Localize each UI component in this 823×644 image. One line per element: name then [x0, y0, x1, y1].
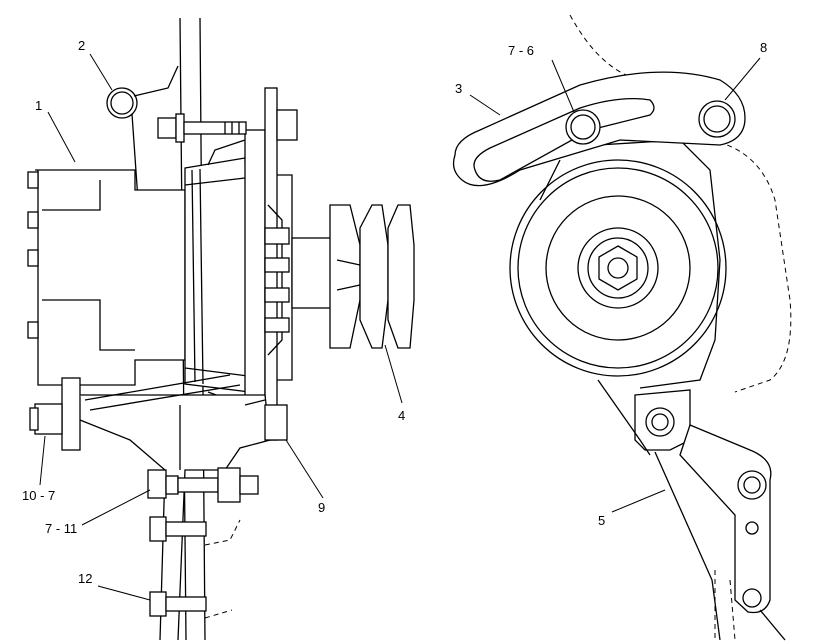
alternator-side-view	[27, 17, 415, 641]
callout-3: 3	[455, 81, 462, 96]
adjuster-bolts	[147, 467, 259, 619]
callout-1: 1	[35, 98, 42, 113]
callout-7-6: 7 - 6	[508, 43, 534, 58]
callout-9: 9	[318, 500, 325, 515]
callout-5: 5	[598, 513, 605, 528]
link-bolts	[565, 100, 736, 145]
alternator-housing	[27, 139, 251, 403]
top-bolt	[157, 109, 298, 143]
callout-10-7: 10 - 7	[22, 488, 55, 503]
lower-bracket	[29, 374, 288, 641]
callout-4: 4	[398, 408, 405, 423]
lower-arm	[654, 424, 786, 641]
callout-7-11: 7 - 11	[45, 521, 77, 536]
callout-2: 2	[78, 38, 85, 53]
lower-lug	[597, 379, 691, 456]
pulley-part	[291, 204, 415, 349]
callout-12: 12	[78, 571, 92, 586]
front-cover	[244, 87, 293, 441]
front-pulley	[509, 159, 727, 377]
callout-8: 8	[760, 40, 767, 55]
alternator-front-view	[452, 14, 792, 641]
